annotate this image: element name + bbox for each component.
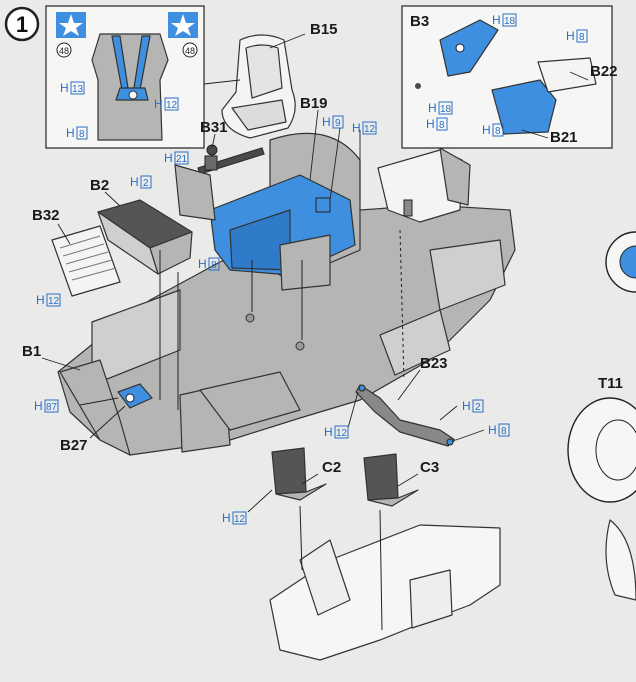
svg-text:21: 21 (176, 154, 188, 165)
svg-text:12: 12 (166, 100, 178, 111)
svg-text:H: H (130, 175, 139, 189)
part-b31-column (197, 144, 265, 175)
svg-text:H: H (36, 293, 45, 307)
part-b19-cockpit (174, 132, 361, 291)
svg-text:H: H (34, 399, 43, 413)
svg-text:8: 8 (501, 426, 507, 437)
svg-text:H: H (462, 399, 471, 413)
part-b15-seat (221, 34, 296, 139)
marker-48-right (182, 42, 198, 58)
svg-text:H: H (566, 29, 575, 43)
label-b22: B22 (590, 63, 618, 80)
part-t11-wheel (567, 231, 636, 601)
svg-text:H: H (164, 151, 173, 165)
svg-text:H: H (322, 115, 331, 129)
svg-text:H: H (488, 423, 497, 437)
step-number: 1 (16, 12, 28, 37)
part-b27-bracket (117, 383, 153, 409)
star-icon (56, 12, 86, 38)
svg-text:12: 12 (234, 514, 246, 525)
svg-text:H: H (324, 425, 333, 439)
svg-text:H: H (222, 511, 231, 525)
label-b1: B1 (22, 343, 41, 360)
label-b31: B31 (200, 119, 228, 136)
svg-text:12: 12 (336, 428, 348, 439)
svg-text:18: 18 (504, 16, 516, 27)
svg-text:9: 9 (335, 118, 341, 129)
svg-text:8: 8 (439, 120, 445, 131)
label-b32: B32 (32, 207, 60, 224)
part-c3-panel (363, 453, 419, 507)
label-b23: B23 (420, 355, 448, 372)
svg-text:8: 8 (211, 260, 217, 271)
part-b22 (537, 57, 597, 93)
label-c2: C2 (322, 459, 341, 476)
svg-text:8: 8 (579, 32, 585, 43)
label-b27: B27 (60, 437, 88, 454)
svg-text:2: 2 (143, 178, 149, 189)
svg-text:H: H (352, 121, 361, 135)
svg-text:2: 2 (475, 402, 481, 413)
seat-back-inset (91, 33, 169, 141)
part-lower-chassis (269, 524, 501, 661)
part-b23-arm (355, 384, 456, 447)
part-b3 (439, 19, 499, 77)
label-b3: B3 (410, 13, 429, 30)
seatbelt-inset: 48 48 (45, 5, 205, 149)
svg-text:H: H (428, 101, 437, 115)
svg-text:18: 18 (440, 104, 452, 115)
part-b32-grille (51, 225, 121, 297)
svg-text:8: 8 (79, 129, 85, 140)
part-b21 (491, 79, 557, 135)
svg-text:H: H (482, 123, 491, 137)
part-c2-panel (271, 447, 327, 501)
part-rear-bulkhead (377, 147, 471, 223)
svg-text:H: H (154, 97, 163, 111)
svg-text:8: 8 (495, 126, 501, 137)
svg-text:H: H (60, 81, 69, 95)
label-b2: B2 (90, 177, 109, 194)
svg-text:12: 12 (48, 296, 60, 307)
marker-48-left (56, 42, 72, 58)
svg-text:H: H (198, 257, 207, 271)
label-t11: T11 (598, 375, 623, 392)
svg-text:48: 48 (59, 46, 69, 56)
label-b21: B21 (550, 129, 578, 146)
step-badge: 1 (4, 6, 40, 42)
svg-text:H: H (492, 13, 501, 27)
label-b19: B19 (300, 95, 328, 112)
svg-text:13: 13 (72, 84, 84, 95)
svg-text:48: 48 (185, 46, 195, 56)
svg-text:H: H (426, 117, 435, 131)
star-icon (168, 12, 198, 38)
label-b15: B15 (310, 21, 338, 38)
svg-text:87: 87 (46, 402, 58, 413)
svg-text:12: 12 (364, 124, 376, 135)
label-c3: C3 (420, 459, 439, 476)
svg-text:H: H (66, 126, 75, 140)
